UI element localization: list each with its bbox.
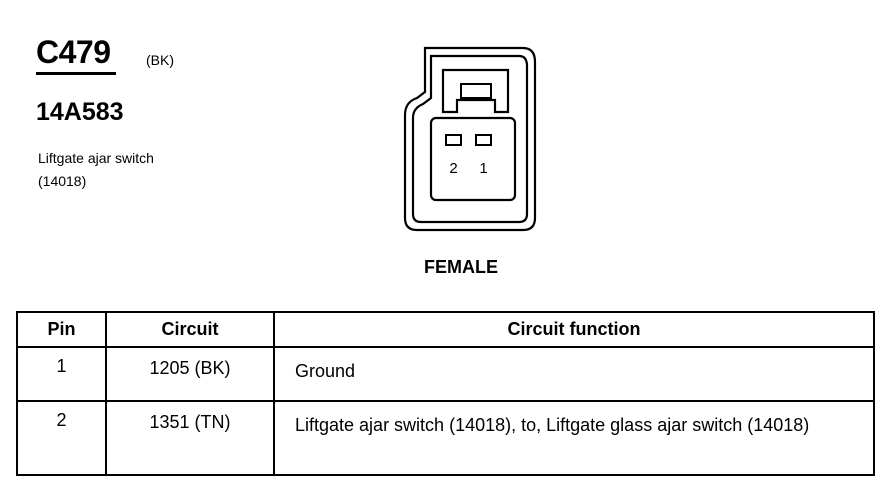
header-pin: Pin <box>16 311 107 348</box>
circuit-cell: 1205 (BK) <box>105 346 275 402</box>
pin-cell: 1 <box>16 346 107 402</box>
connector-id: C479 <box>36 34 111 70</box>
component-number: (14018) <box>38 173 87 189</box>
connector-outer-shell <box>403 46 537 232</box>
connector-color: (BK) <box>146 52 174 68</box>
pin-1-label: 1 <box>479 160 487 177</box>
header-circuit: Circuit <box>105 311 275 348</box>
view-label: FEMALE <box>424 257 498 277</box>
connector-inner-shell <box>411 54 529 224</box>
connector-diagram: 2 1 <box>403 46 537 232</box>
pin-2-cavity <box>445 134 462 146</box>
table-header-row: Pin Circuit Circuit function <box>16 311 875 348</box>
header-circuit-function: Circuit function <box>273 311 875 348</box>
latch <box>441 68 510 114</box>
connector-id-underline <box>36 72 116 75</box>
pin-1-cavity <box>475 134 492 146</box>
component-name: Liftgate ajar switch <box>38 150 154 166</box>
circuit-cell: 1351 (TN) <box>105 400 275 476</box>
table-row: 2 1351 (TN) Liftgate ajar switch (14018)… <box>16 400 875 476</box>
function-cell: Liftgate ajar switch (14018), to, Liftga… <box>273 400 875 476</box>
pin-table: Pin Circuit Circuit function 1 1205 (BK)… <box>16 311 875 476</box>
function-cell: Ground <box>273 346 875 402</box>
pin-cell: 2 <box>16 400 107 476</box>
latch-slot <box>460 83 492 99</box>
pin-cavity-body <box>429 116 517 202</box>
pin-2-label: 2 <box>449 160 457 177</box>
table-row: 1 1205 (BK) Ground <box>16 346 875 402</box>
part-number: 14A583 <box>36 98 124 126</box>
